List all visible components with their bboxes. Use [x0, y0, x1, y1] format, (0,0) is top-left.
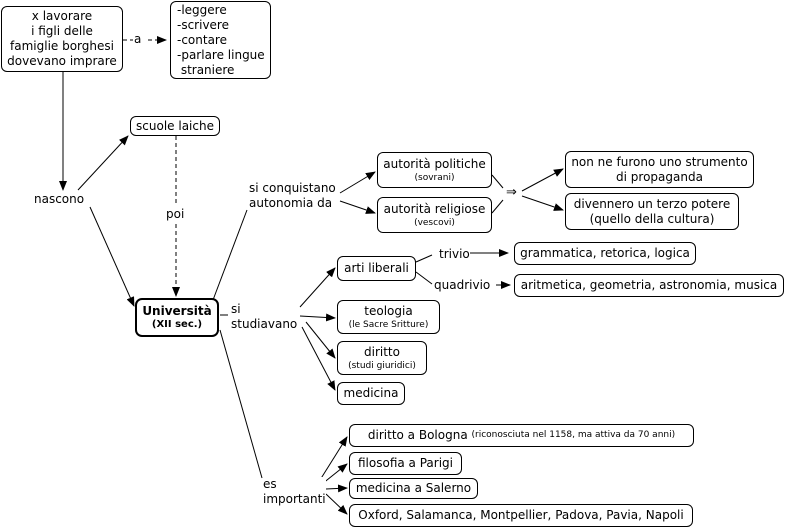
node-medicina: medicina — [337, 382, 405, 405]
node-universita: Università (XII sec.) — [135, 298, 219, 337]
node-attivita: -leggere -scrivere -contare -parlare lin… — [170, 1, 271, 79]
node-scuole-laiche: scuole laiche — [130, 116, 220, 136]
node-autorita-politiche: autorità politiche (sovrani) — [377, 152, 492, 188]
node-arti-liberali: arti liberali — [337, 256, 416, 281]
node-salerno: medicina a Salerno — [349, 478, 478, 499]
node-autorita-religiose: autorità religiose (vescovi) — [377, 197, 492, 233]
link-label-studiavano: si studiavano — [231, 302, 298, 332]
link-label-importanti: es importanti — [263, 477, 326, 507]
node-trivio-materie: grammatica, retorica, logica — [514, 242, 696, 265]
node-teologia: teologia (le Sacre Sritture) — [337, 300, 440, 334]
link-label-nascono: nascono — [34, 192, 85, 207]
node-altre-universita: Oxford, Salamanca, Montpellier, Padova, … — [349, 504, 693, 527]
link-label-conquistano: si conquistano autonomia da — [249, 181, 336, 211]
link-label-implies: ⇒ — [506, 185, 517, 200]
node-diritto: diritto (studi giuridici) — [337, 341, 427, 375]
node-parigi: filosofia a Parigi — [349, 452, 462, 475]
node-strumento: non ne furono uno strumento di propagand… — [565, 151, 754, 188]
link-label-trivio: trivio — [439, 247, 470, 262]
link-label-quadrivio: quadrivio — [434, 278, 491, 293]
node-figli: x lavorare i figli delle famiglie borghe… — [1, 6, 123, 72]
node-quadrivio-materie: aritmetica, geometria, astronomia, music… — [514, 274, 784, 297]
node-terzo-potere: divennero un terzo potere (quello della … — [565, 193, 739, 230]
link-label-poi: poi — [166, 207, 185, 222]
node-bologna: diritto a Bologna (riconosciuta nel 1158… — [349, 424, 694, 447]
link-label-a: a — [134, 32, 142, 47]
